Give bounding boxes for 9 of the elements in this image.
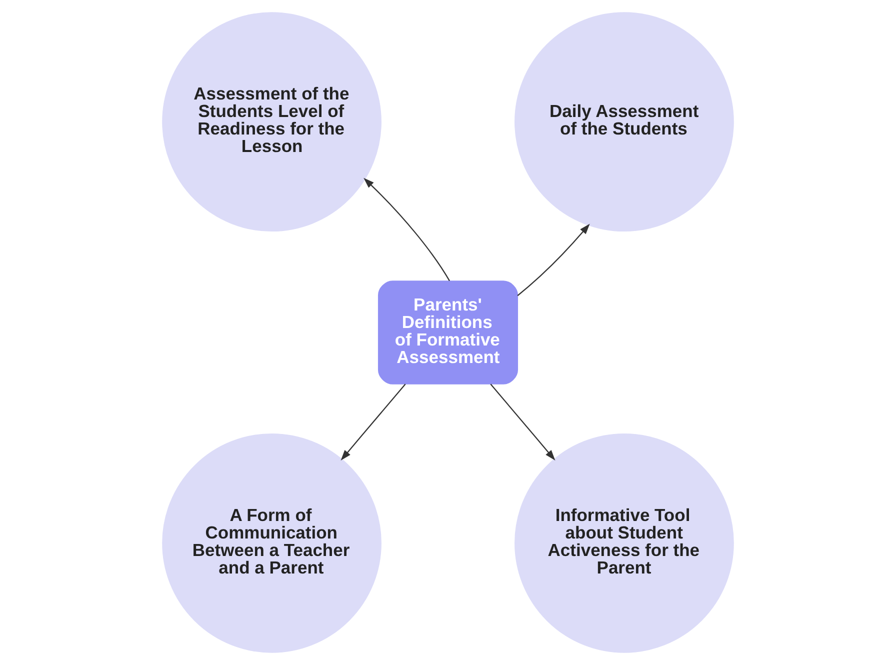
arrow <box>517 224 590 296</box>
arrow <box>340 384 406 460</box>
arrow <box>490 384 556 460</box>
node-circle: Assessment of the Students Level of Readiness for the Lesson <box>162 12 382 232</box>
node-box: Parents' Definitions of Formative Assessment <box>378 280 518 384</box>
arrow <box>364 178 450 282</box>
node-circle: Informative Tool about Student Activeness for the Parent <box>514 433 734 653</box>
node-circle: A Form of Communication Between a Teacher and a Parent <box>162 433 382 653</box>
node-circle: Daily Assessment of the Students <box>514 12 734 232</box>
